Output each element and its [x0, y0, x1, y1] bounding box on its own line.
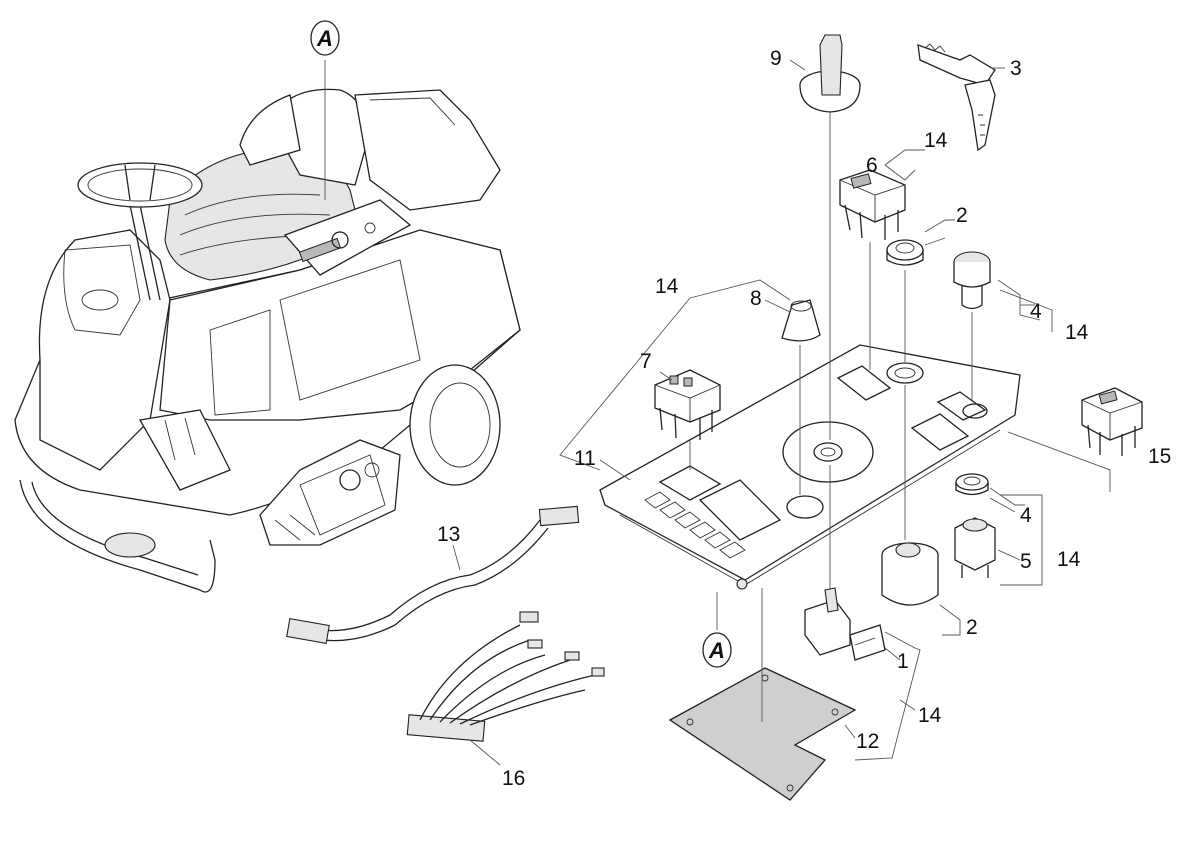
callout-4-upper: 4: [1030, 300, 1042, 323]
callout-11: 11: [574, 447, 596, 470]
circuit-board-12: [668, 588, 857, 801]
callout-15: 15: [1148, 445, 1171, 468]
cable-harness-16: [406, 611, 605, 766]
callout-13: 13: [437, 523, 460, 546]
callout-7: 7: [640, 350, 652, 373]
callout-14-top: 14: [924, 129, 948, 152]
hex-nut-4-lower: [955, 473, 989, 496]
ignition-key-3: [917, 43, 1005, 152]
mounting-bracket-1: [804, 587, 886, 661]
callout-6: 6: [866, 154, 878, 177]
control-panel-11: [599, 344, 1021, 590]
callout-8: 8: [750, 287, 762, 310]
callout-9: 9: [770, 47, 782, 70]
callout-12: 12: [856, 730, 879, 753]
callout-4-lower: 4: [1020, 504, 1032, 527]
leader-lines: [559, 149, 1053, 761]
contact-holder-5: [954, 517, 996, 578]
callout-2-lower: 2: [966, 616, 978, 639]
section-marker-a-top: A: [310, 20, 340, 56]
callout-5: 5: [1020, 550, 1032, 573]
hex-nut-2-upper: [886, 239, 924, 540]
ride-on-machine: [14, 60, 521, 593]
callout-2-upper: 2: [956, 204, 968, 227]
svg-text:A: A: [708, 638, 725, 663]
callout-1: 1: [897, 650, 909, 673]
callout-16: 16: [502, 767, 525, 790]
rocker-switch-6: [839, 169, 906, 370]
callout-14-right-lower: 14: [1057, 548, 1081, 571]
selector-knob-9: [789, 34, 861, 595]
callout-14-bottom: 14: [918, 704, 942, 727]
section-marker-a-bottom: A: [702, 592, 732, 668]
callout-3: 3: [1010, 57, 1022, 80]
callout-14-left: 14: [655, 275, 679, 298]
rocker-switch-15: [1007, 387, 1143, 492]
rotary-knob-8: [781, 299, 821, 495]
cable-harness-13: [286, 505, 580, 644]
svg-text:A: A: [316, 26, 333, 51]
callout-labels: 1 2 2 3 4 4 5 6 7 8 9 11 12 13 14 14 14 …: [437, 47, 1171, 790]
rocker-switch-7: [654, 369, 721, 470]
callout-14-right-upper: 14: [1065, 321, 1089, 344]
push-button-4: [953, 251, 991, 400]
key-switch-body-2: [881, 542, 939, 606]
